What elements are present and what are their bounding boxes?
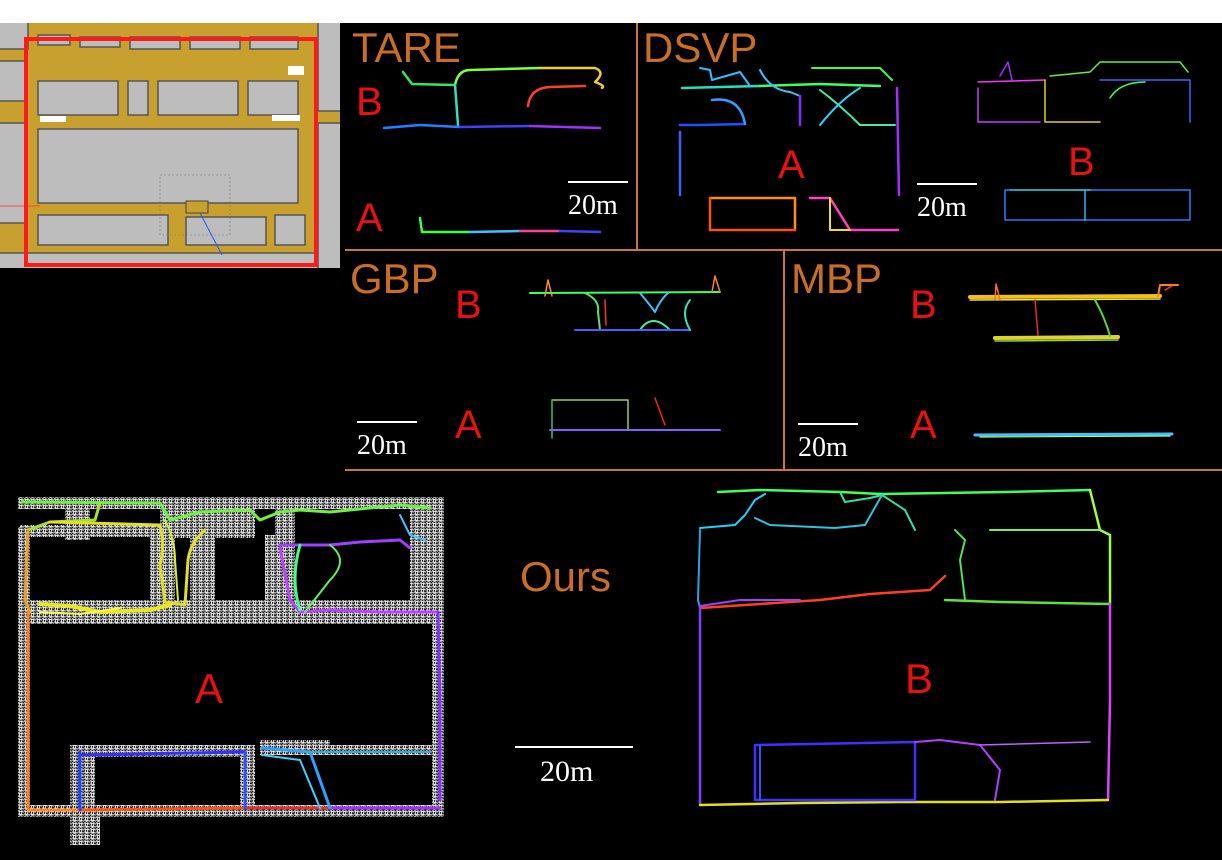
tare-region-b-label: B bbox=[356, 80, 383, 124]
mbp-region-b-label: B bbox=[910, 283, 937, 327]
ours-scale-bar bbox=[515, 746, 633, 748]
tare-region-a-label: A bbox=[356, 196, 383, 240]
tare-scale-bar bbox=[568, 181, 628, 183]
mbp-region-a-label: A bbox=[910, 403, 937, 447]
overview-map bbox=[0, 23, 340, 268]
ours-method-label: Ours bbox=[520, 553, 612, 600]
tare-scale-label: 20m bbox=[568, 190, 618, 221]
ours-scale-label: 20m bbox=[540, 755, 594, 788]
mbp-panel bbox=[785, 251, 1222, 471]
dsvp-scale-label: 20m bbox=[917, 192, 967, 223]
tare-panel bbox=[345, 23, 638, 251]
gbp-region-b-label: B bbox=[455, 283, 482, 327]
gbp-panel bbox=[345, 251, 785, 471]
ours-region-a-label: A bbox=[195, 665, 224, 712]
gbp-scale-label: 20m bbox=[357, 430, 407, 461]
ours-region-b-label: B bbox=[905, 655, 934, 702]
mbp-scale-label: 20m bbox=[798, 432, 848, 463]
tare-method-label: TARE bbox=[352, 24, 461, 71]
dsvp-scale-bar bbox=[917, 183, 977, 185]
dsvp-region-b-label: B bbox=[1068, 140, 1095, 184]
dsvp-region-a-label: A bbox=[778, 143, 805, 187]
dsvp-method-label: DSVP bbox=[643, 24, 758, 71]
highlight-box bbox=[24, 37, 318, 267]
gbp-region-a-label: A bbox=[455, 403, 482, 447]
mbp-scale-bar bbox=[798, 423, 858, 425]
top-white-strip bbox=[0, 0, 1222, 23]
gbp-method-label: GBP bbox=[350, 255, 439, 302]
gbp-scale-bar bbox=[357, 421, 417, 423]
mbp-method-label: MBP bbox=[791, 255, 883, 302]
dsvp-panel bbox=[638, 23, 1222, 251]
